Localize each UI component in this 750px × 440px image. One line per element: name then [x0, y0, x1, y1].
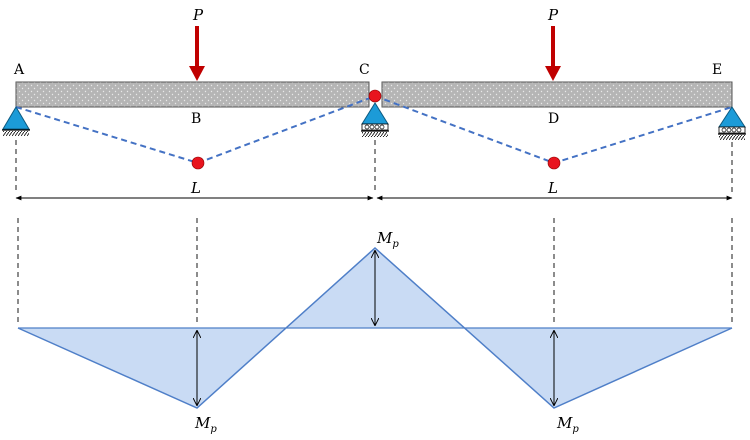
roller-support-c: [361, 102, 389, 137]
right-beam: [381, 81, 733, 108]
load-label-right: P: [547, 6, 559, 24]
roller-support-e: [718, 106, 746, 140]
pin-support-a: [2, 106, 30, 136]
hinge-left-span: [191, 156, 205, 170]
moment-label-bottom-right: Mp: [556, 414, 579, 435]
load-label-left: P: [192, 6, 204, 24]
span-label-right: L: [547, 179, 558, 197]
load-arrow-right: [545, 26, 561, 81]
moment-label-top: Mp: [376, 229, 399, 250]
load-arrow-left: [189, 26, 205, 81]
hinge-c: [368, 89, 382, 103]
label-a: A: [13, 62, 25, 78]
moment-label-bottom-left: Mp: [194, 414, 217, 435]
left-beam: [15, 81, 370, 108]
label-d: D: [548, 111, 559, 127]
label-e: E: [712, 62, 722, 78]
moment-diagram-outline: [17, 246, 733, 409]
reference-lines: [15, 140, 733, 326]
span-label-left: L: [190, 179, 201, 197]
hinge-right-span: [547, 156, 561, 170]
label-b: B: [191, 111, 201, 127]
label-c: C: [359, 62, 370, 78]
